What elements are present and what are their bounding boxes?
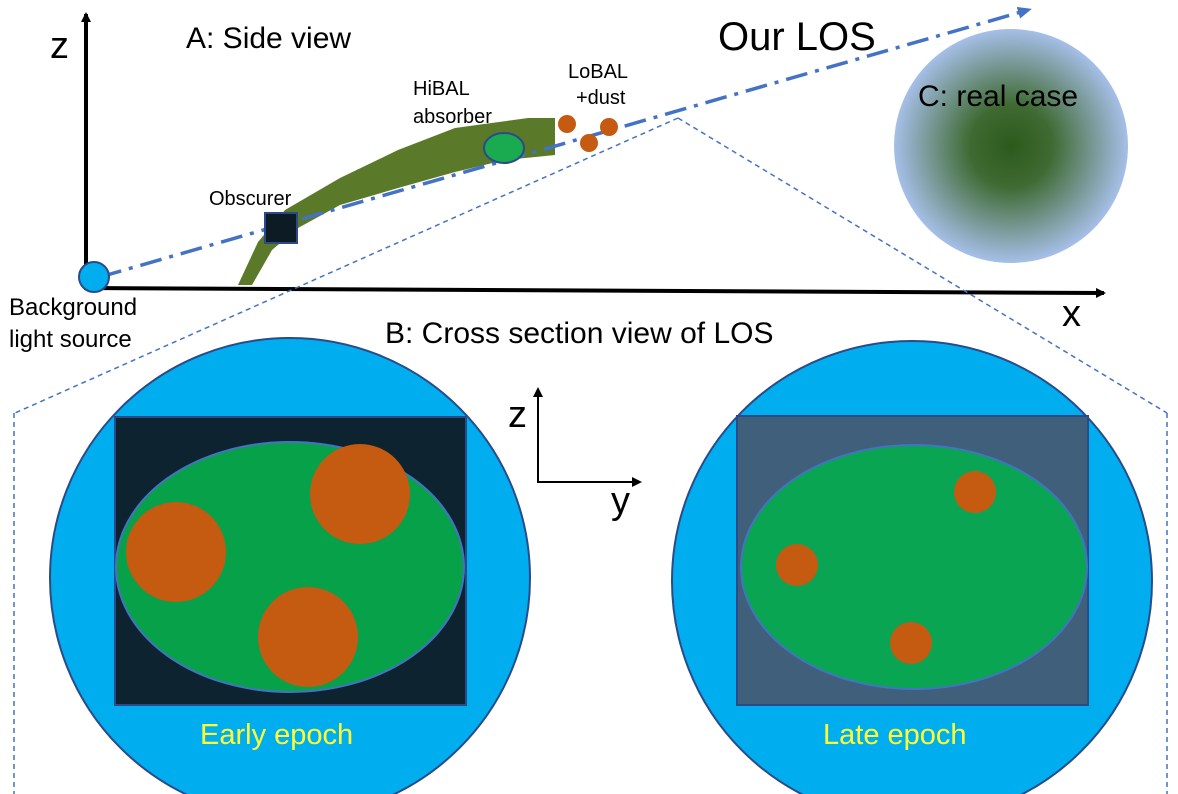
hibal-label-line2: absorber xyxy=(413,106,492,128)
panel-b-cross-section: B: Cross section view of LOS z y Early e… xyxy=(13,117,1168,794)
hibal-label-line1: HiBAL xyxy=(413,78,470,100)
real-case-blob xyxy=(894,29,1128,263)
background-source-line1: Background xyxy=(9,294,137,321)
panel-a-side-view: z x A: Side view Our LOS Obscurer HiBAL … xyxy=(9,6,1106,353)
small-z-label: z xyxy=(508,394,527,436)
los-label: Our LOS xyxy=(718,15,876,59)
outflow-wind-shape xyxy=(238,118,555,285)
early-epoch-label: Early epoch xyxy=(200,719,353,751)
panel-c-title: C: real case xyxy=(918,80,1078,113)
panel-a-title: A: Side view xyxy=(186,22,351,55)
late-epoch-label: Late epoch xyxy=(823,719,967,751)
late-lobal-clump xyxy=(776,544,818,586)
lobal-clump xyxy=(580,134,598,152)
line-of-sight xyxy=(99,6,1032,279)
early-epoch-view: Early epoch xyxy=(49,337,531,794)
projection-line xyxy=(14,117,679,414)
early-lobal-clump xyxy=(310,444,410,544)
lobal-clump xyxy=(558,115,576,133)
panel-b-title: B: Cross section view of LOS xyxy=(385,317,773,350)
late-lobal-clump xyxy=(890,622,932,664)
z-axis-label: z xyxy=(50,25,69,67)
hibal-absorber xyxy=(483,132,525,164)
late-epoch-view: Late epoch xyxy=(671,340,1153,794)
obscurer-box xyxy=(264,212,298,244)
lobal-label-line2: +dust xyxy=(576,87,626,109)
late-hibal-ellipse xyxy=(740,444,1088,690)
obscurer-label: Obscurer xyxy=(209,188,292,210)
x-axis xyxy=(85,286,1106,298)
early-lobal-clump xyxy=(258,587,358,687)
lobal-clump xyxy=(600,118,618,136)
background-source-line2: light source xyxy=(9,326,132,353)
lobal-label-line1: LoBAL xyxy=(568,61,628,83)
late-lobal-clump xyxy=(954,471,996,513)
early-lobal-clump xyxy=(126,502,226,602)
small-y-label: y xyxy=(611,480,630,522)
panel-c-real-case: C: real case xyxy=(894,29,1128,263)
x-axis-label: x xyxy=(1062,293,1081,335)
background-light-source xyxy=(78,261,110,293)
